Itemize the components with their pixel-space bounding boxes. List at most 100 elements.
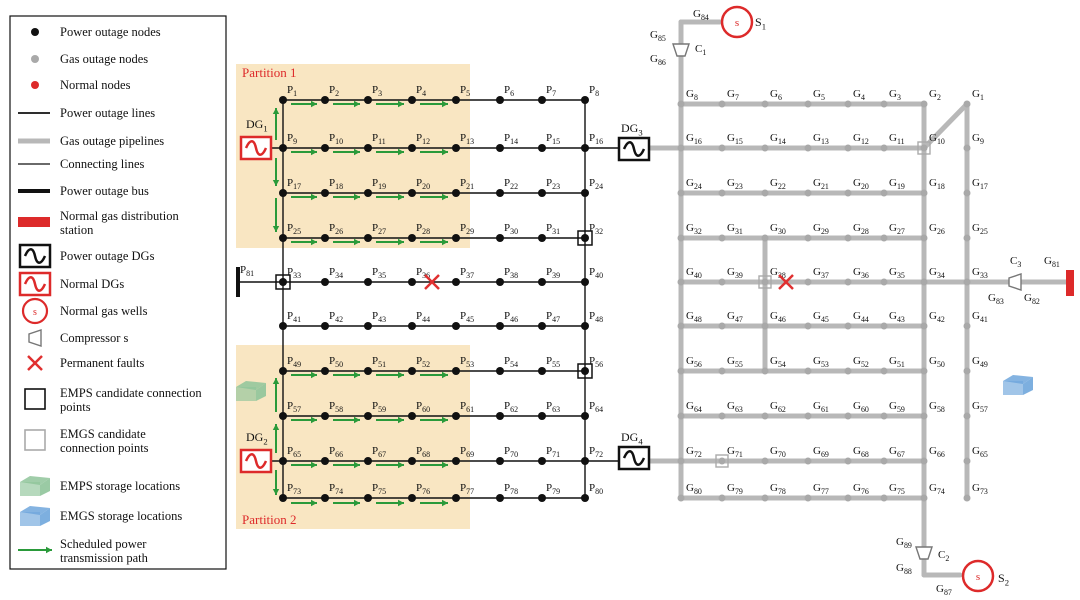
legend-item-permanent-fault: Permanent faults xyxy=(27,355,144,371)
power-node xyxy=(364,278,372,286)
power-node xyxy=(496,494,504,502)
power-node-label: P19 xyxy=(372,177,386,191)
power-node-label: P43 xyxy=(372,310,386,324)
power-node-label: P60 xyxy=(416,400,430,414)
power-node xyxy=(538,278,546,286)
gas-node xyxy=(718,494,726,502)
dg3-label: DG3 xyxy=(621,121,643,137)
power-node-label: P40 xyxy=(589,266,603,280)
gas-node-label: G56 xyxy=(686,355,702,369)
emps-candidate-point xyxy=(577,230,593,246)
power-node xyxy=(408,278,416,286)
power-node xyxy=(496,234,504,242)
dg4-icon-wave xyxy=(622,450,646,466)
gas-node-label: G9 xyxy=(972,132,984,146)
gas-node xyxy=(677,189,685,197)
power-node-label: P49 xyxy=(287,355,301,369)
gas-node-label: G79 xyxy=(727,482,743,496)
scheduled-path-arrow-head xyxy=(398,148,404,156)
legend-symbol-front xyxy=(20,482,40,496)
gas-node xyxy=(761,189,769,197)
power-node-label: P24 xyxy=(589,177,603,191)
legend-item-gas-outage-node: Gas outage nodes xyxy=(31,52,148,66)
power-node-label: P51 xyxy=(372,355,386,369)
emgs-storage-icon xyxy=(1003,375,1033,395)
power-node-label: P71 xyxy=(546,445,560,459)
gas-node xyxy=(761,457,769,465)
gas-node xyxy=(718,100,726,108)
gas-node-label: G10 xyxy=(929,132,945,146)
gas-node xyxy=(677,234,685,242)
gas-node xyxy=(844,189,852,197)
dg2-icon xyxy=(239,448,273,474)
power-node xyxy=(452,278,460,286)
gas-node-label: G28 xyxy=(853,222,869,236)
gas-node-label: G65 xyxy=(972,445,988,459)
gas-node xyxy=(920,412,928,420)
power-node xyxy=(452,494,460,502)
scheduled-path-arrow-head xyxy=(272,180,280,186)
power-node-label: P18 xyxy=(329,177,343,191)
gas-node-label: G58 xyxy=(929,400,945,414)
emps-storage-icon xyxy=(236,381,266,401)
emgs-candidate-point xyxy=(758,275,772,289)
gas-node xyxy=(920,494,928,502)
gas-node xyxy=(880,412,888,420)
legend-symbol xyxy=(18,217,50,227)
legend-label: Power outage bus xyxy=(60,184,149,198)
dg1-icon-wave xyxy=(244,140,268,156)
scheduled-path-arrow-head xyxy=(442,371,448,379)
gas-node-label: G53 xyxy=(813,355,829,369)
dg1-icon xyxy=(239,135,273,161)
power-node-label: P15 xyxy=(546,132,560,146)
power-node-label: P57 xyxy=(287,400,301,414)
scheduled-path-arrow-head xyxy=(398,461,404,469)
power-node-label: P10 xyxy=(329,132,343,146)
gas-node xyxy=(804,322,812,330)
gas-node-label: G11 xyxy=(889,132,905,146)
compressor-c1-label: C1 xyxy=(695,43,706,57)
legend-label: Power outage nodes xyxy=(60,25,161,39)
scheduled-path-arrow-head xyxy=(354,238,360,246)
scheduled-path-arrow-head xyxy=(311,499,317,507)
power-node-label: P37 xyxy=(460,266,474,280)
power-node xyxy=(408,412,416,420)
gas-node-label: G8 xyxy=(686,88,698,102)
gas-node-label: G17 xyxy=(972,177,988,191)
power-node xyxy=(452,96,460,104)
emgs-candidate-point xyxy=(917,141,931,155)
gas-node xyxy=(804,234,812,242)
gas-node-label: G14 xyxy=(770,132,786,146)
compressor-c2-label: C2 xyxy=(938,549,949,563)
scheduled-path-arrow-head xyxy=(398,193,404,201)
gas-node xyxy=(761,100,769,108)
gas-node-label: G61 xyxy=(813,400,829,414)
power-node-label: P52 xyxy=(416,355,430,369)
legend-label: Connecting lines xyxy=(60,157,144,171)
gas-node xyxy=(761,144,769,152)
emgs-storage-icon-front xyxy=(1003,381,1023,395)
compressor-c3-shape xyxy=(1008,273,1022,291)
power-node-label: P7 xyxy=(546,84,556,98)
power-node xyxy=(581,412,589,420)
power-node xyxy=(279,494,287,502)
legend-symbol xyxy=(20,506,50,526)
dg2-icon-wave xyxy=(244,453,268,469)
power-node xyxy=(581,367,589,375)
power-node-label: P56 xyxy=(589,355,603,369)
gas-node xyxy=(677,100,685,108)
normal-gas-station xyxy=(1066,270,1074,296)
power-node-label: P65 xyxy=(287,445,301,459)
legend-symbol-head xyxy=(46,546,52,554)
gas-node xyxy=(880,189,888,197)
gas-node-label: G37 xyxy=(813,266,829,280)
gas-node-label: G77 xyxy=(813,482,829,496)
bus-label: P81 xyxy=(240,264,254,278)
gas-node-label: G52 xyxy=(853,355,869,369)
gas-node-label: G25 xyxy=(972,222,988,236)
